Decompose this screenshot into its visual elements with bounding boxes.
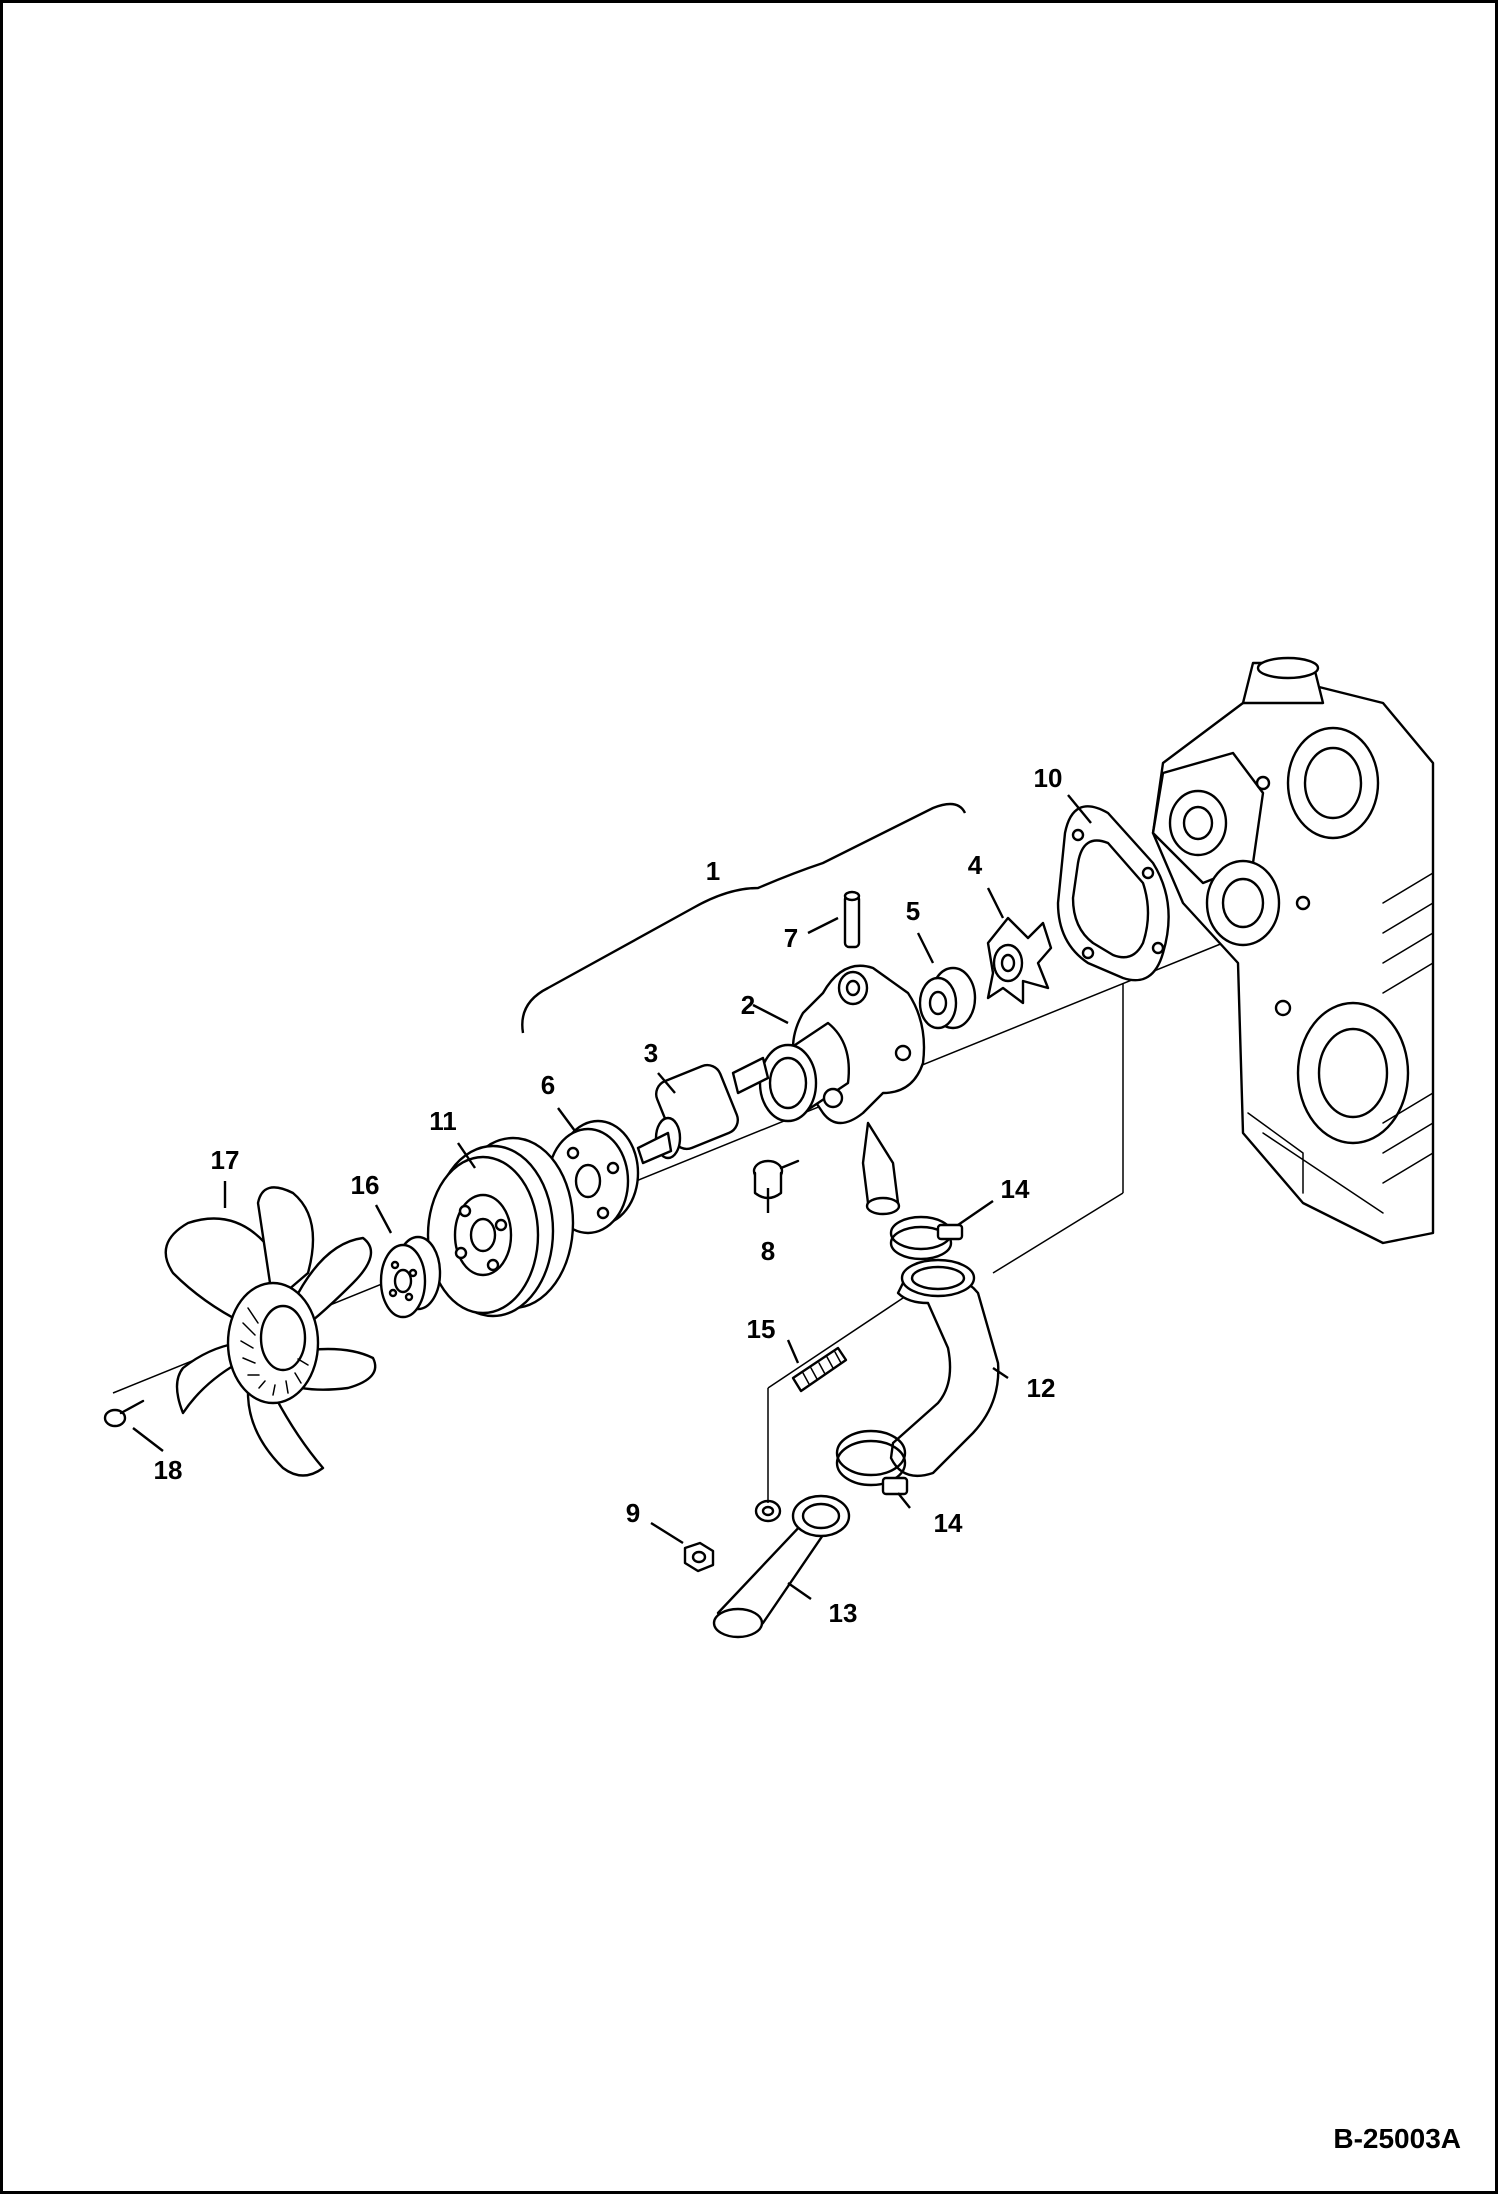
water-pump-body bbox=[758, 964, 926, 1216]
gasket bbox=[1056, 805, 1170, 982]
impeller bbox=[986, 916, 1053, 1005]
callout-4: 4 bbox=[967, 850, 983, 880]
callout-2: 2 bbox=[740, 990, 756, 1020]
fan-bolt bbox=[103, 1399, 145, 1428]
water-pipe bbox=[712, 1494, 851, 1639]
engine-block bbox=[1151, 656, 1435, 1245]
bolt-8 bbox=[752, 1159, 800, 1200]
callout-14-upper: 14 bbox=[1000, 1174, 1030, 1204]
fan-spacer bbox=[379, 1235, 442, 1319]
coolant-hose bbox=[889, 1258, 1000, 1478]
leader-lines bbox=[132, 794, 1124, 1600]
shaft-bearing bbox=[636, 1056, 770, 1165]
callout-14-lower: 14 bbox=[933, 1508, 963, 1538]
hex-nut bbox=[683, 1541, 715, 1573]
hose-clamp-lower bbox=[835, 1429, 909, 1496]
threaded-stud bbox=[791, 1346, 848, 1393]
callout-11: 11 bbox=[429, 1106, 457, 1136]
callout-7: 7 bbox=[783, 923, 799, 953]
mechanical-seal bbox=[918, 966, 977, 1030]
callout-6: 6 bbox=[540, 1070, 556, 1100]
callout-8: 8 bbox=[760, 1236, 776, 1266]
callout-1: 1 bbox=[705, 856, 721, 886]
callout-13: 13 bbox=[828, 1598, 858, 1628]
callout-18: 18 bbox=[153, 1455, 183, 1485]
assembly-bracket bbox=[521, 802, 967, 1034]
stud-bolt bbox=[843, 890, 861, 949]
figure-id-label: B-25003A bbox=[1333, 2123, 1461, 2154]
hose-clamp-upper bbox=[889, 1215, 964, 1261]
callout-9: 9 bbox=[625, 1498, 641, 1528]
fan-pulley bbox=[426, 1136, 575, 1318]
callout-17: 17 bbox=[210, 1145, 240, 1175]
callout-3: 3 bbox=[643, 1038, 659, 1068]
callout-15: 15 bbox=[746, 1314, 776, 1344]
callout-10: 10 bbox=[1033, 763, 1063, 793]
callout-16: 16 bbox=[350, 1170, 380, 1200]
callout-12: 12 bbox=[1026, 1373, 1056, 1403]
exploded-view-drawing bbox=[103, 656, 1435, 1639]
callout-5: 5 bbox=[905, 896, 921, 926]
cooling-fan bbox=[164, 1186, 377, 1477]
